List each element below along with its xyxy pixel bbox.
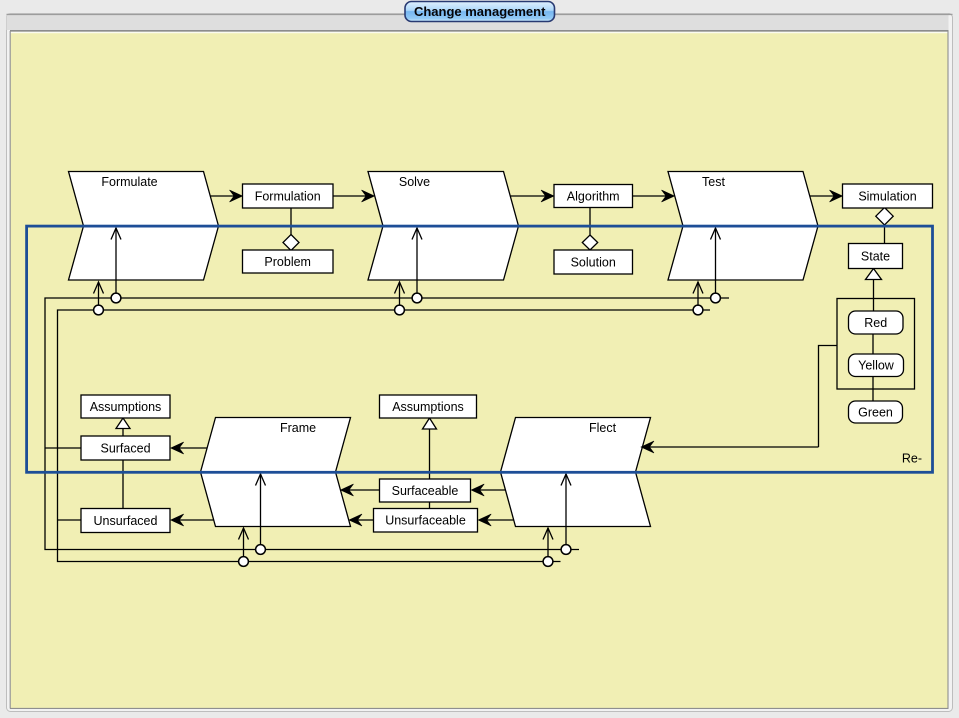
svg-text:Solve: Solve [399, 175, 430, 189]
svg-text:Solution: Solution [571, 255, 616, 269]
svg-text:Formulate: Formulate [101, 175, 157, 189]
svg-text:Test: Test [702, 175, 725, 189]
svg-text:Red: Red [864, 316, 887, 330]
svg-text:Yellow: Yellow [858, 359, 895, 373]
svg-text:Problem: Problem [264, 255, 311, 269]
svg-text:Green: Green [858, 405, 893, 419]
svg-text:Surfaced: Surfaced [100, 441, 150, 455]
svg-text:Change management: Change management [414, 4, 546, 19]
svg-text:Flect: Flect [589, 421, 617, 435]
svg-text:Frame: Frame [280, 421, 316, 435]
svg-text:Assumptions: Assumptions [90, 400, 162, 414]
svg-text:Algorithm: Algorithm [567, 189, 620, 203]
svg-text:Surfaceable: Surfaceable [392, 484, 459, 498]
svg-text:Formulation: Formulation [255, 189, 321, 203]
svg-text:Unsurfaced: Unsurfaced [94, 514, 158, 528]
svg-text:Simulation: Simulation [858, 189, 916, 203]
svg-text:State: State [861, 249, 890, 263]
svg-text:Re-: Re- [902, 451, 922, 465]
svg-text:Assumptions: Assumptions [392, 400, 464, 414]
svg-text:Unsurfaceable: Unsurfaceable [385, 514, 466, 528]
